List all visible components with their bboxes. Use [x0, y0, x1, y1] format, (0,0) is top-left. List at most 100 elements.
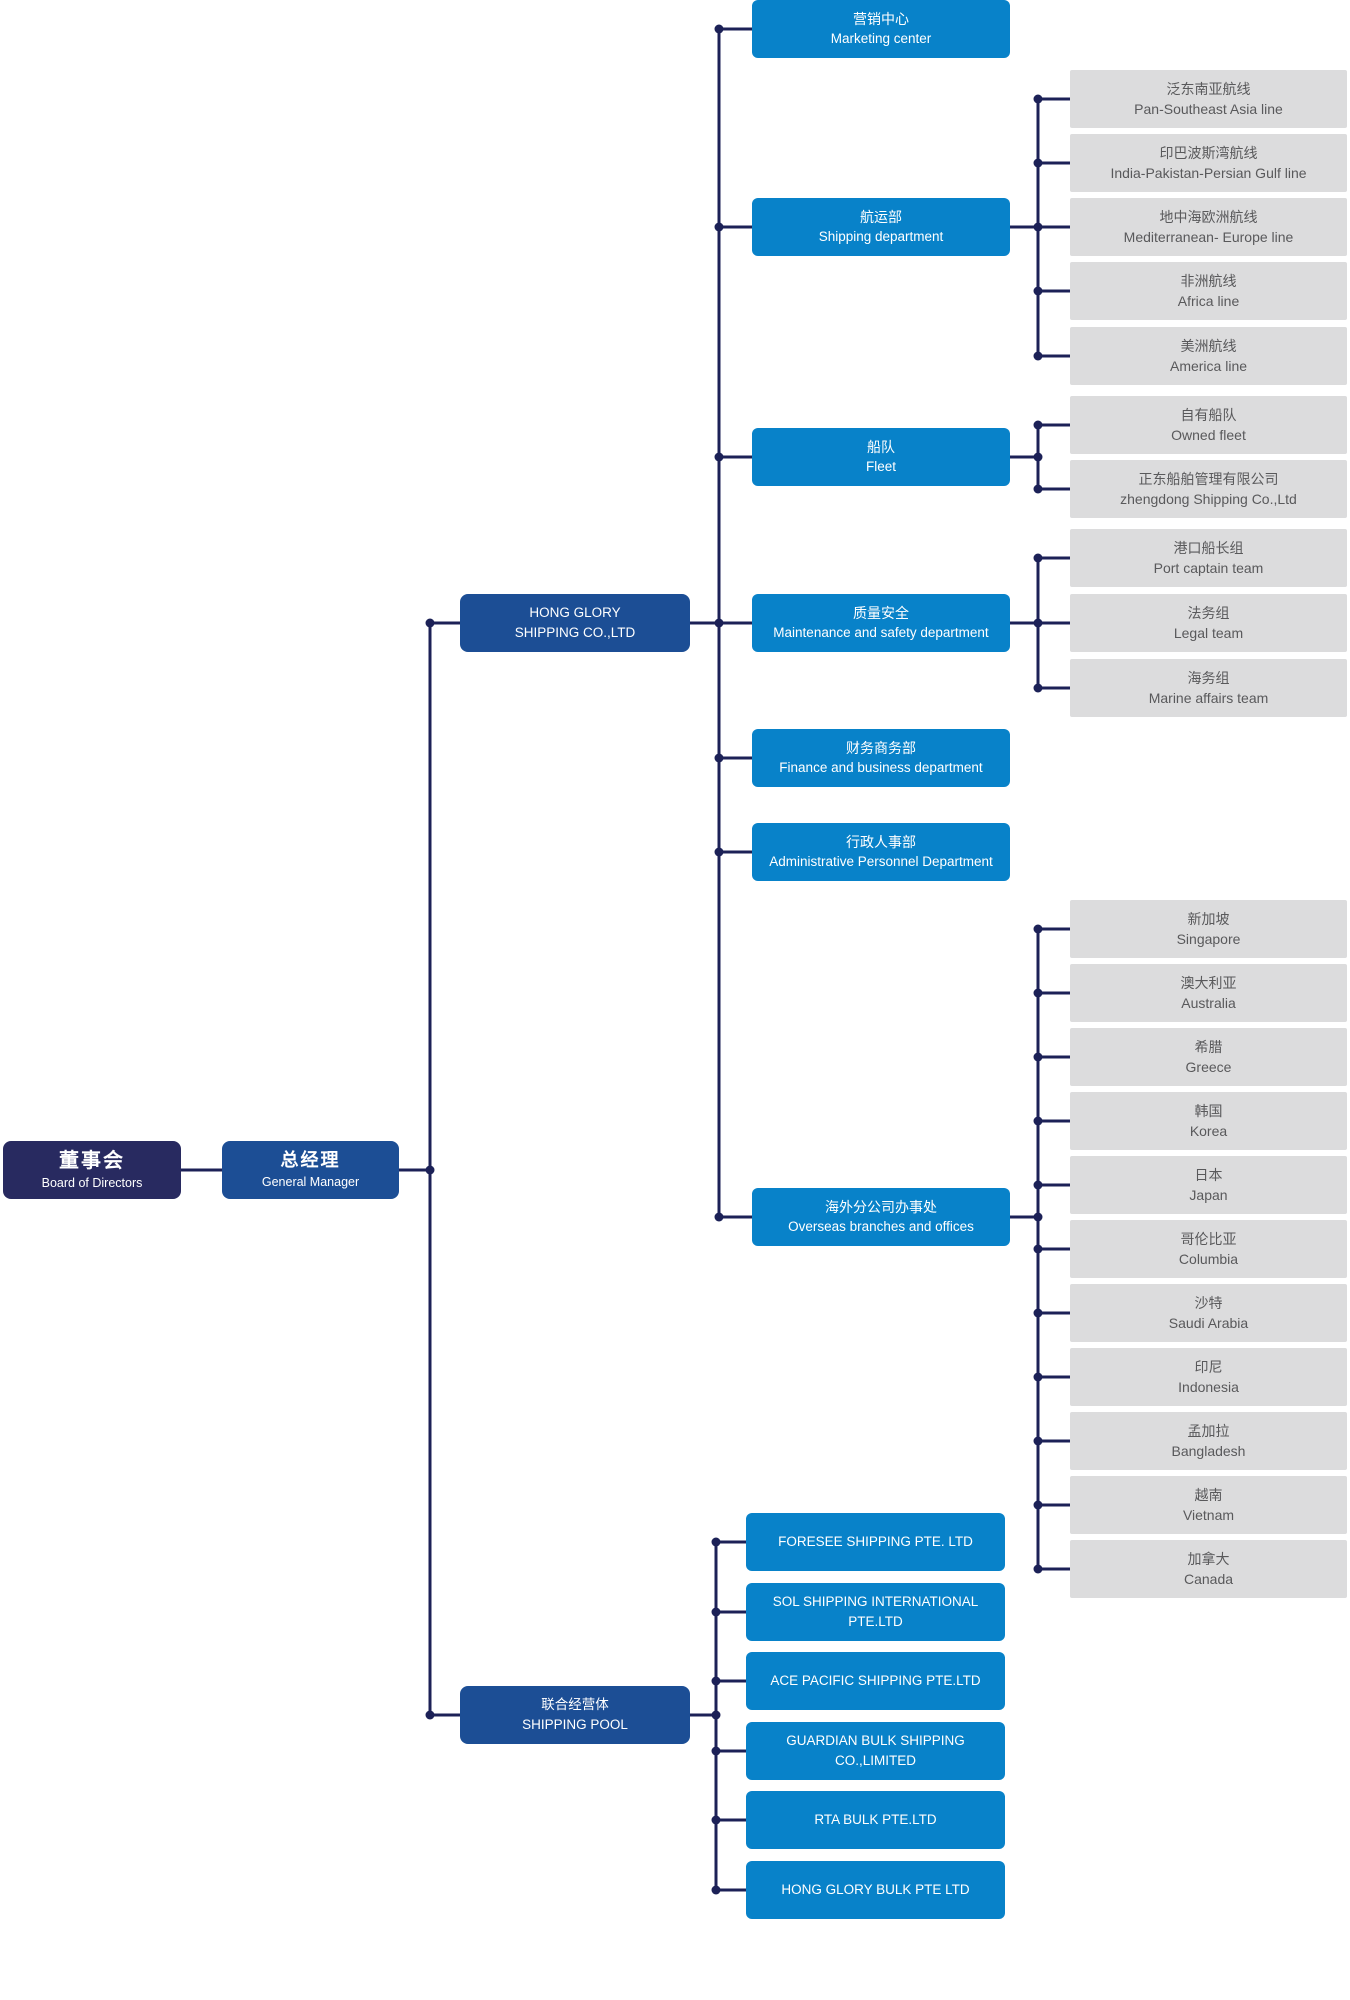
office-canada: 加拿大 Canada [1070, 1540, 1347, 1598]
team-marine-affairs: 海务组 Marine affairs team [1070, 659, 1347, 717]
gray-label-en: Saudi Arabia [1168, 1315, 1249, 1331]
dept-marketing-center: 营销中心 Marketing center [752, 0, 1010, 58]
node-general-manager: 总经理 General Manager [222, 1141, 399, 1199]
gray-label-zh: 韩国 [1194, 1102, 1223, 1119]
office-columbia: 哥伦比亚 Columbia [1070, 1220, 1347, 1278]
gray-label-zh: 希腊 [1194, 1038, 1223, 1055]
node-hong-glory-shipping: HONG GLORY SHIPPING CO.,LTD [460, 594, 690, 652]
dept-label-en: Administrative Personnel Department [769, 854, 993, 870]
dept-label-en: Finance and business department [779, 760, 983, 776]
gray-label-zh: 印尼 [1194, 1358, 1223, 1375]
gray-label-en: Pan-Southeast Asia line [1134, 101, 1283, 117]
gray-label-en: Indonesia [1178, 1379, 1239, 1395]
gray-label-zh: 美洲航线 [1180, 337, 1237, 354]
unit-zhengdong-shipping: 正东船舶管理有限公司 zhengdong Shipping Co.,Ltd [1070, 460, 1347, 518]
dept-overseas-branches: 海外分公司办事处 Overseas branches and offices [752, 1188, 1010, 1246]
company-foresee-shipping: FORESEE SHIPPING PTE. LTD [746, 1513, 1005, 1571]
gray-label-en: Africa line [1177, 293, 1240, 309]
dept-label-en: Shipping department [818, 229, 944, 245]
gray-label-en: Columbia [1178, 1251, 1239, 1267]
hong-glory-line2: SHIPPING CO.,LTD [514, 625, 636, 640]
gray-label-en: Singapore [1176, 931, 1241, 947]
hong-glory-line1: HONG GLORY [529, 605, 621, 621]
gray-label-zh: 孟加拉 [1187, 1422, 1230, 1439]
gray-label-zh: 哥伦比亚 [1180, 1230, 1237, 1247]
gray-label-zh: 地中海欧洲航线 [1159, 208, 1258, 225]
dept-fleet: 船队 Fleet [752, 428, 1010, 486]
gray-label-en: Mediterranean- Europe line [1123, 229, 1294, 245]
dept-label-en: Overseas branches and offices [788, 1219, 974, 1235]
office-saudi-arabia: 沙特 Saudi Arabia [1070, 1284, 1347, 1342]
board-label-en: Board of Directors [41, 1175, 143, 1190]
company-sol-shipping-international: SOL SHIPPING INTERNATIONAL PTE.LTD [746, 1583, 1005, 1641]
dept-label-zh: 行政人事部 [846, 834, 916, 851]
gray-label-en: Marine affairs team [1148, 690, 1269, 706]
node-shipping-pool: 联合经营体 SHIPPING POOL [460, 1686, 690, 1744]
office-korea: 韩国 Korea [1070, 1092, 1347, 1150]
gray-label-zh: 日本 [1194, 1166, 1223, 1183]
line-mediterranean-europe: 地中海欧洲航线 Mediterranean- Europe line [1070, 198, 1347, 256]
team-port-captain: 港口船长组 Port captain team [1070, 529, 1347, 587]
gray-label-en: Bangladesh [1171, 1443, 1246, 1459]
dept-label-en: Marketing center [830, 31, 932, 47]
gray-label-zh: 非洲航线 [1180, 272, 1237, 289]
dept-shipping-department: 航运部 Shipping department [752, 198, 1010, 256]
dept-maintenance-safety: 质量安全 Maintenance and safety department [752, 594, 1010, 652]
line-pan-southeast-asia: 泛东南亚航线 Pan-Southeast Asia line [1070, 70, 1347, 128]
gm-label-zh: 总经理 [280, 1150, 341, 1171]
dept-finance-business: 财务商务部 Finance and business department [752, 729, 1010, 787]
dept-label-zh: 航运部 [860, 209, 902, 226]
office-greece: 希腊 Greece [1070, 1028, 1347, 1086]
dept-label-zh: 营销中心 [853, 11, 909, 28]
company-label: RTA BULK PTE.LTD [814, 1812, 937, 1828]
gray-label-en: Korea [1189, 1123, 1228, 1139]
unit-owned-fleet: 自有船队 Owned fleet [1070, 396, 1347, 454]
office-bangladesh: 孟加拉 Bangladesh [1070, 1412, 1347, 1470]
gray-label-zh: 正东船舶管理有限公司 [1138, 470, 1279, 487]
company-rta-bulk: RTA BULK PTE.LTD [746, 1791, 1005, 1849]
gray-label-zh: 越南 [1194, 1486, 1223, 1503]
board-label-zh: 董事会 [59, 1149, 125, 1172]
gray-label-zh: 自有船队 [1180, 406, 1237, 423]
office-australia: 澳大利亚 Australia [1070, 964, 1347, 1022]
gray-label-zh: 海务组 [1187, 669, 1230, 686]
gray-label-en: Port captain team [1153, 560, 1264, 576]
gray-label-en: zhengdong Shipping Co.,Ltd [1120, 491, 1297, 507]
gray-label-zh: 加拿大 [1187, 1550, 1230, 1567]
pool-label-zh: 联合经营体 [541, 1697, 609, 1713]
company-hong-glory-bulk: HONG GLORY BULK PTE LTD [746, 1861, 1005, 1919]
company-label: SOL SHIPPING INTERNATIONAL PTE.LTD [772, 1594, 979, 1629]
team-legal: 法务组 Legal team [1070, 594, 1347, 652]
dept-label-en: Maintenance and safety department [773, 625, 989, 641]
gray-label-zh: 港口船长组 [1173, 539, 1244, 556]
office-japan: 日本 Japan [1070, 1156, 1347, 1214]
company-label: ACE PACIFIC SHIPPING PTE.LTD [770, 1673, 981, 1689]
dept-label-zh: 财务商务部 [846, 740, 916, 757]
office-vietnam: 越南 Vietnam [1070, 1476, 1347, 1534]
gray-label-zh: 泛东南亚航线 [1166, 80, 1251, 97]
gray-label-en: Greece [1185, 1059, 1232, 1075]
gray-label-en: Vietnam [1182, 1507, 1235, 1523]
gm-label-en: General Manager [261, 1174, 360, 1189]
line-africa: 非洲航线 Africa line [1070, 262, 1347, 320]
pool-label-en: SHIPPING POOL [522, 1717, 628, 1732]
gray-label-en: India-Pakistan-Persian Gulf line [1110, 165, 1307, 181]
dept-label-zh: 船队 [867, 439, 895, 456]
gray-label-zh: 澳大利亚 [1180, 974, 1237, 991]
company-guardian-bulk-shipping: GUARDIAN BULK SHIPPING CO.,LIMITED [746, 1722, 1005, 1780]
company-label: FORESEE SHIPPING PTE. LTD [778, 1534, 973, 1550]
node-board-of-directors: 董事会 Board of Directors [3, 1141, 181, 1199]
dept-label-zh: 海外分公司办事处 [825, 1199, 937, 1216]
gray-label-en: Australia [1181, 995, 1236, 1011]
gray-label-zh: 法务组 [1187, 604, 1230, 621]
office-singapore: 新加坡 Singapore [1070, 900, 1347, 958]
company-label: HONG GLORY BULK PTE LTD [781, 1882, 970, 1898]
company-ace-pacific-shipping: ACE PACIFIC SHIPPING PTE.LTD [746, 1652, 1005, 1710]
dept-label-zh: 质量安全 [853, 605, 909, 622]
gray-label-zh: 沙特 [1194, 1294, 1223, 1311]
gray-label-en: Japan [1189, 1187, 1228, 1203]
line-america: 美洲航线 America line [1070, 327, 1347, 385]
company-label: GUARDIAN BULK SHIPPING CO.,LIMITED [786, 1733, 965, 1768]
